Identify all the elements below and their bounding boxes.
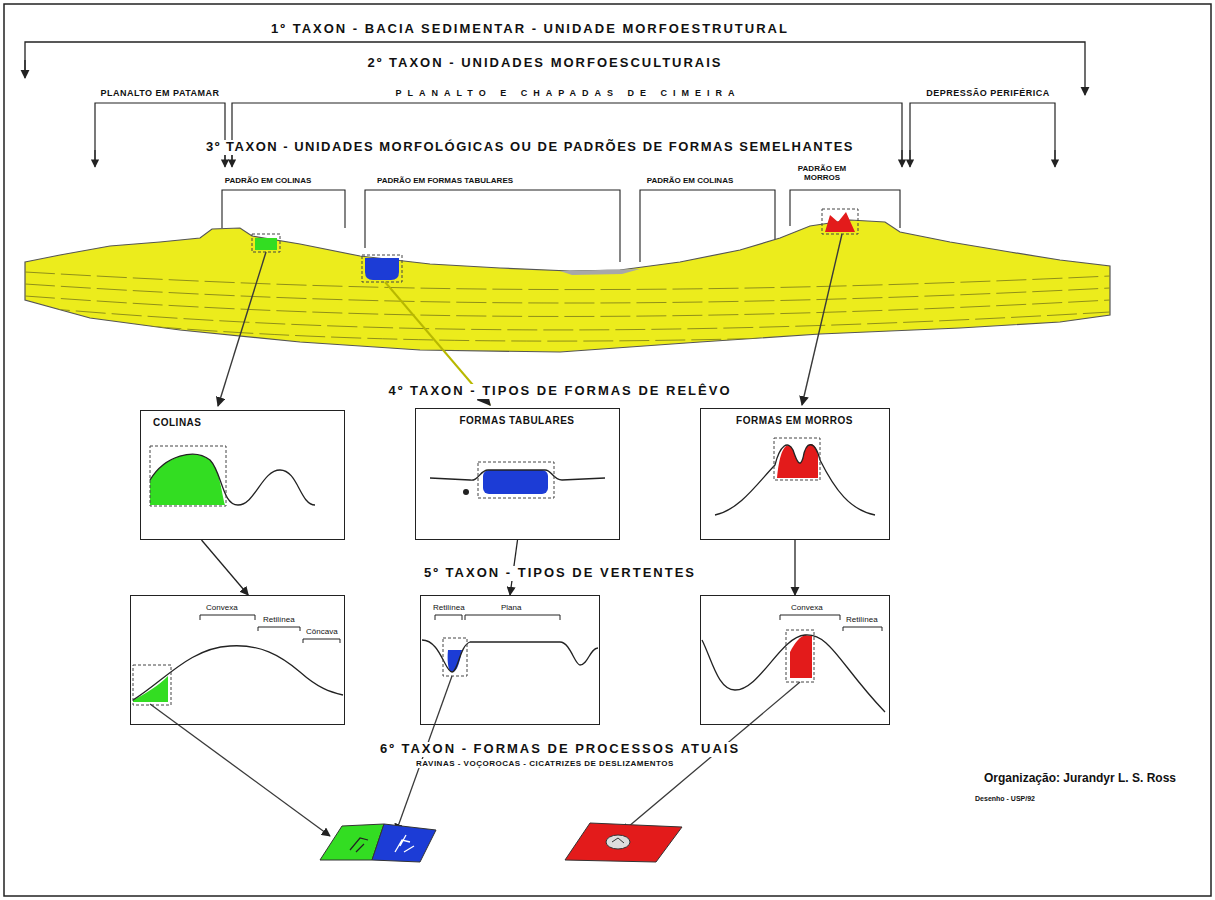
slope-bracket — [843, 627, 882, 631]
leader-arrow — [218, 252, 266, 406]
slope-box: ConvexaRetilínea — [700, 595, 890, 725]
terrain-patch — [565, 823, 682, 862]
tabular-fill — [483, 470, 548, 494]
terrain-patch — [372, 824, 436, 862]
slope-box: Retilínea Plana — [420, 595, 600, 725]
tabular-highlight — [365, 258, 399, 280]
landslide-scar — [606, 835, 630, 849]
slope-label: Côncava — [306, 627, 338, 636]
box-heading: COLINAS — [153, 417, 202, 429]
pattern-label: PADRÃO EM MORROS — [789, 165, 855, 183]
connector-arrow — [202, 540, 249, 595]
hill-fill — [150, 454, 225, 505]
slope-bracket — [258, 627, 300, 631]
gully-mark — [350, 838, 368, 852]
taxon-heading: 6º TAXON - FORMAS DE PROCESSOS ATUAIS — [377, 742, 743, 757]
slope-bracket — [303, 639, 340, 643]
unit-label: PLANALTO EM PATAMAR — [97, 88, 222, 98]
dashed-frame — [822, 209, 858, 234]
slope-outline — [702, 635, 885, 712]
bracket-arrow — [909, 150, 910, 167]
dashed-frame — [150, 446, 226, 506]
unit-bracket — [95, 103, 225, 165]
slope-label: Convexa — [791, 603, 823, 612]
slope-label: Retilínea — [846, 615, 878, 624]
stratum-line — [25, 272, 1110, 290]
dashed-frame — [252, 234, 280, 252]
slope-bracket — [200, 615, 255, 620]
slope-outline — [133, 646, 343, 700]
form-box: FORMAS TABULARES — [415, 408, 620, 540]
bracket-arrow — [24, 60, 25, 78]
dashed-frame — [133, 665, 171, 705]
taxon-heading: 5º TAXON - TIPOS DE VERTENTES — [421, 566, 699, 581]
slope-label: Convexa — [206, 603, 238, 612]
stratum-line — [25, 296, 1110, 316]
taxon-heading: 4º TAXON - TIPOS DE FORMAS DE RELÊVO — [385, 384, 734, 399]
water — [560, 269, 640, 275]
dot — [463, 489, 469, 495]
basin-profile — [25, 220, 1110, 352]
box-heading: FORMAS EM MORROS — [736, 415, 853, 427]
unit-bracket — [232, 103, 902, 165]
dashed-frame — [786, 630, 814, 682]
slope-label: Retilínea — [433, 603, 465, 612]
colinas-highlight — [255, 238, 277, 250]
pattern-label: PADRÃO EM COLINAS — [644, 176, 737, 185]
pattern-label: PADRÃO EM COLINAS — [222, 176, 315, 185]
taxon-heading: 3º TAXON - UNIDADES MORFOLÓGICAS OU DE P… — [203, 140, 857, 155]
leader-arrow — [622, 682, 800, 832]
morros-highlight — [825, 212, 855, 232]
slope-label: Plana — [501, 603, 521, 612]
slope-fill — [790, 635, 812, 678]
drawing-credit: Desenho - USP/92 — [972, 795, 1038, 803]
hill-outline — [150, 454, 315, 505]
unit-label: DEPRESSÃO PERIFÉRICA — [923, 88, 1053, 98]
taxon-heading: 2º TAXON - UNIDADES MORFOESCULTURAIS — [364, 56, 725, 71]
dashed-frame — [774, 438, 820, 480]
slope-bracket — [780, 615, 840, 620]
taxon-heading: 1º TAXON - BACIA SEDIMENTAR - UNIDADE MO… — [268, 22, 792, 37]
slope-label: Retilínea — [263, 615, 295, 624]
slope-fill — [133, 676, 168, 702]
box-heading: FORMAS TABULARES — [459, 415, 574, 427]
slope-box: ConvexaRetilíneaCôncava — [130, 595, 345, 725]
bracket-arrow — [94, 150, 95, 167]
slope-bracket — [465, 615, 560, 620]
unit-label: PLANALTO E CHAPADAS DE CIMEIRA — [392, 88, 743, 98]
dashed-frame — [478, 462, 554, 498]
leader-arrow — [802, 234, 842, 405]
dashed-frame — [362, 255, 402, 282]
frame — [4, 4, 1211, 896]
tabular-outline — [430, 470, 605, 480]
pattern-bracket — [365, 190, 620, 262]
pattern-bracket — [222, 190, 345, 228]
bracket-arrow — [901, 150, 902, 167]
form-box: FORMAS EM MORROS — [700, 408, 890, 540]
slope-outline — [422, 640, 598, 672]
stratum-line — [80, 320, 1110, 341]
dashed-frame — [443, 638, 467, 676]
bracket-arrow — [1054, 150, 1055, 167]
pattern-label: PADRÃO EM FORMAS TABULARES — [374, 176, 516, 185]
unit-bracket — [910, 103, 1055, 165]
strata — [25, 272, 1110, 341]
leader-arrow — [150, 704, 330, 836]
gully-mark — [395, 835, 414, 852]
form-box: COLINAS — [140, 410, 345, 540]
author-credit: Organização: Jurandyr L. S. Ross — [981, 772, 1179, 786]
connector-arrow — [794, 540, 795, 595]
process-list: RAVINAS - VOÇOROCAS - CICATRIZES DE DESL… — [413, 759, 677, 768]
stratum-line — [40, 308, 1110, 330]
landslide-mark — [612, 838, 624, 843]
stratum-line — [25, 284, 1110, 303]
slope-bracket — [435, 615, 462, 620]
